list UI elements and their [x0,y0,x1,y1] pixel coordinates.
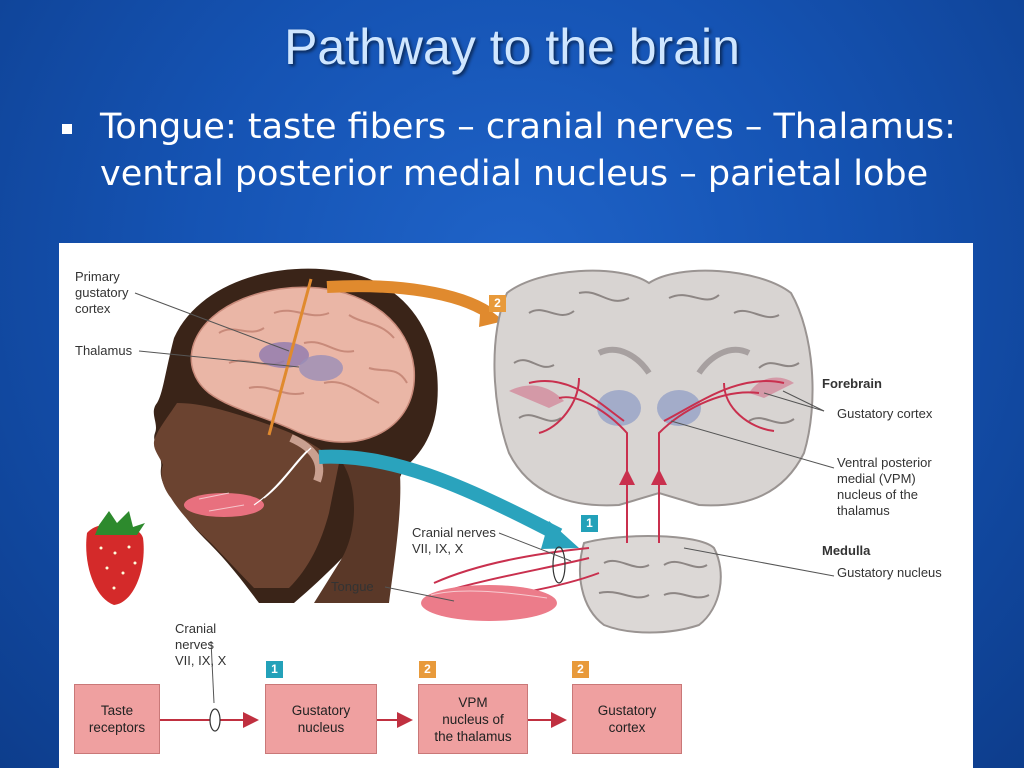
step-badge-1-mid: 1 [581,515,598,532]
nerve-crossing-marker [552,546,566,584]
step-badge-2-flow-a: 2 [419,661,436,678]
flow-nerve-marker [209,708,221,732]
head-illustration [153,268,438,603]
label-gustatory-cortex: Gustatory cortex [837,406,933,421]
bullet-item: Tongue: taste fibers – cranial nerves – … [100,107,956,194]
step-badge-1-flow: 1 [266,661,283,678]
orange-arrow [326,280,493,319]
label-forebrain: Forebrain [822,376,882,391]
flow-box-gustatory-nucleus: Gustatory nucleus [265,684,377,754]
bullet-list: Tongue: taste fibers – cranial nerves – … [62,104,962,198]
pathway-illustration [86,268,835,732]
step-badge-2-flow-b: 2 [572,661,589,678]
label-cranial-nerves-mid: Cranial nerves VII, IX, X [412,525,496,556]
label-primary-gustatory-cortex: Primary gustatory cortex [75,269,129,316]
step-badge-2-top: 2 [489,295,506,312]
label-cranial-nerves-bottom: Cranial nerves VII, IX, X [175,621,227,668]
flow-box-vpm-nucleus: VPM nucleus of the thalamus [418,684,528,754]
bullet-marker [62,124,72,134]
coronal-brain-section [493,269,814,634]
taste-pathway-figure: Primary gustatory cortex Thalamus Crania… [59,243,973,768]
teal-arrow [318,449,563,542]
flow-box-gustatory-cortex: Gustatory cortex [572,684,682,754]
tongue-illustration [421,585,557,621]
label-tongue: Tongue [331,579,374,594]
label-gustatory-nucleus: Gustatory nucleus [837,565,942,580]
flow-box-taste-receptors: Taste receptors [74,684,160,754]
label-medulla: Medulla [822,543,871,558]
strawberry-illustration [86,511,145,605]
label-vpm-nucleus: Ventral posterior medial (VPM) nucleus o… [837,455,932,518]
slide-title: Pathway to the brain [284,19,740,75]
leader-lines [134,292,835,704]
label-thalamus: Thalamus [75,343,133,358]
